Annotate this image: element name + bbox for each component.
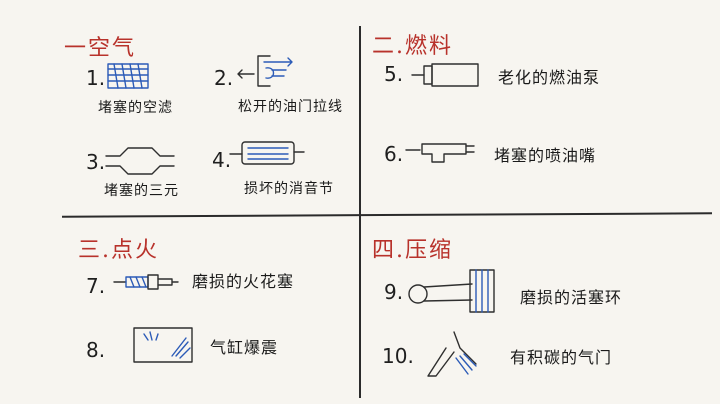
muffler-icon [229, 141, 305, 165]
item-label: 气缸爆震 [210, 338, 279, 357]
spark-plug-icon [113, 274, 179, 290]
item-number: 6. [384, 142, 404, 166]
item-number: 8. [86, 338, 106, 362]
item-number: 2. [214, 66, 234, 90]
item-label: 磨损的火花塞 [192, 272, 295, 291]
vertical-divider [359, 26, 361, 398]
item-number: 9. [384, 280, 404, 304]
item-number: 4. [212, 148, 232, 172]
quadrant-title-compression: 四.压缩 [372, 238, 453, 263]
quadrant-title-ignition: 三.点火 [78, 238, 159, 263]
valve-icon [427, 331, 477, 377]
fuel-pump-icon [411, 63, 479, 87]
item-number: 1. [86, 66, 106, 90]
item-label: 松开的油门拉线 [238, 99, 343, 115]
item-label: 堵塞的喷油嘴 [494, 146, 597, 165]
item-label: 损坏的消音节 [244, 181, 334, 197]
item-label: 有积碳的气门 [510, 348, 613, 367]
catalytic-converter-icon [105, 147, 175, 175]
cylinder-knock-icon [133, 327, 193, 363]
quadrant-title-fuel: 二.燃料 [372, 34, 453, 59]
horizontal-divider [61, 212, 713, 218]
item-label: 磨损的活塞环 [520, 288, 623, 307]
item-number: 7. [86, 274, 106, 298]
item-label: 老化的燃油泵 [498, 68, 601, 87]
item-label: 堵塞的空滤 [98, 100, 173, 116]
item-number: 3. [86, 150, 106, 174]
piston-ring-icon [408, 269, 495, 313]
fuel-injector-icon [405, 143, 475, 163]
air-filter-icon [107, 63, 149, 89]
quadrant-title-air: 一空气 [64, 36, 137, 61]
item-number: 10. [382, 344, 414, 368]
item-label: 堵塞的三元 [104, 183, 179, 199]
throttle-cable-icon [237, 55, 293, 87]
item-number: 5. [384, 62, 404, 86]
